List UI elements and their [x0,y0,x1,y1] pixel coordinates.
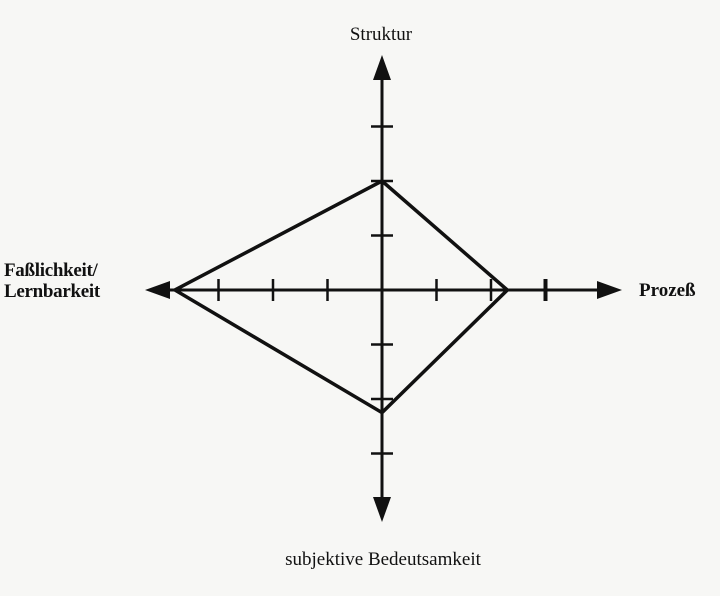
axis-label-subjektive-bedeutsamkeit: subjektive Bedeutsamkeit [285,549,481,570]
arrow-up-icon [373,55,391,80]
profile-polygon [171,178,510,415]
axis-label-struktur: Struktur [349,24,413,45]
axis-label-prozess: Prozeß [639,280,696,301]
arrow-right-icon [597,281,622,299]
axis-label-left-line1: Faßlichkeit/ [4,260,98,281]
arrow-left-icon [145,281,170,299]
arrow-down-icon [373,497,391,522]
axis-label-fasslichkeit-lernbarkeit: Faßlichkeit/ Lernbarkeit [4,260,100,302]
axis-label-left-line2: Lernbarkeit [4,281,100,302]
